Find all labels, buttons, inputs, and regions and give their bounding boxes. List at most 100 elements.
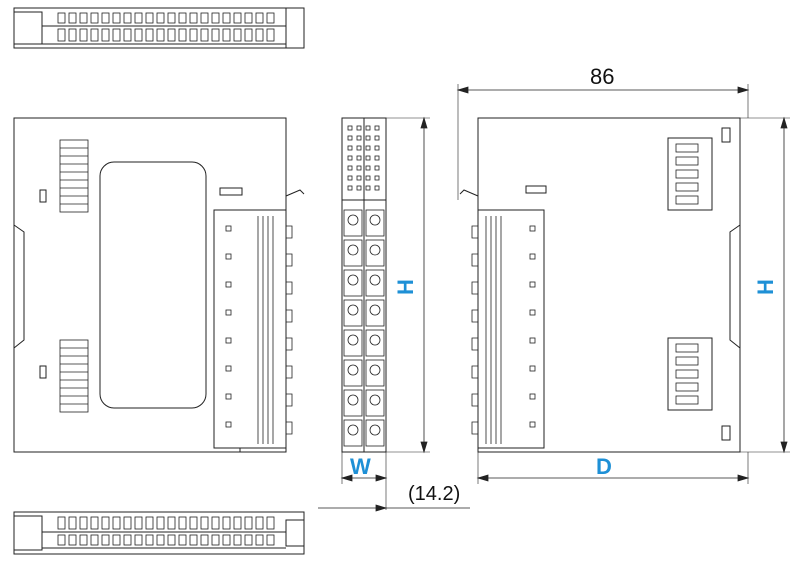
bottom-slot [244, 516, 253, 530]
top-slot [233, 28, 242, 42]
front-window [347, 185, 353, 191]
bottom-slot [112, 516, 121, 530]
led-window [225, 337, 232, 344]
top-slot [211, 28, 220, 42]
front-window [347, 165, 353, 171]
terminal-tab [286, 393, 293, 407]
terminal-tab [471, 253, 478, 267]
terminal [343, 389, 363, 417]
front-window [374, 175, 380, 181]
terminal [343, 419, 363, 447]
bottom-slot [156, 534, 165, 546]
terminal-screw [369, 214, 381, 226]
terminal-screw [347, 424, 359, 436]
terminal-tab [471, 365, 478, 379]
terminal-screw [369, 244, 381, 256]
bottom-slot [57, 516, 66, 530]
front-window [374, 155, 380, 161]
bottom-slot [123, 534, 132, 546]
terminal [365, 419, 385, 447]
top-slot [68, 12, 77, 24]
bottom-slot [189, 534, 198, 546]
bottom-slot [145, 516, 154, 530]
led-window [529, 365, 536, 372]
arrow-86-left [456, 86, 469, 94]
front-window [374, 165, 380, 171]
dimension-depth-label: D [596, 454, 612, 479]
top-slot [145, 28, 154, 42]
top-slot [101, 28, 110, 42]
top-slot [112, 28, 121, 42]
terminal-tab [286, 337, 293, 351]
bottom-slot [156, 516, 165, 530]
front-window [347, 135, 353, 141]
top-slot [156, 28, 165, 42]
connector-pin [675, 182, 699, 192]
bottom-slot [167, 534, 176, 546]
top-slot [178, 28, 187, 42]
left-side-view [13, 117, 305, 453]
terminal-screw [347, 244, 359, 256]
terminal-screw [369, 304, 381, 316]
top-slot [255, 28, 264, 42]
front-window [347, 145, 353, 151]
terminal-tab [286, 309, 293, 323]
led-window [225, 421, 232, 428]
connector-pin [675, 143, 699, 153]
bottom-view [13, 511, 305, 555]
bottom-slot [134, 534, 143, 546]
front-window [374, 125, 380, 131]
led-window [529, 421, 536, 428]
terminal-screw [347, 394, 359, 406]
front-window [356, 165, 362, 171]
bottom-slot [189, 516, 198, 530]
front-window [365, 135, 371, 141]
top-slot [189, 12, 198, 24]
front-window [356, 155, 362, 161]
bottom-slot [145, 534, 154, 546]
terminal-tab [286, 225, 293, 239]
top-slot [233, 12, 242, 24]
terminal-screw [369, 364, 381, 376]
front-view [341, 117, 387, 453]
top-slot [90, 28, 99, 42]
top-slot [167, 28, 176, 42]
front-window [356, 185, 362, 191]
bottom-slot [68, 516, 77, 530]
led-window [529, 337, 536, 344]
top-slot [167, 12, 176, 24]
right-side-details [471, 143, 699, 444]
dimension-lines [318, 84, 790, 512]
dimension-width-label: W [350, 454, 371, 479]
top-slot [79, 28, 88, 42]
bottom-slot [233, 516, 242, 530]
terminal [365, 329, 385, 357]
terminal [365, 209, 385, 237]
top-slot [222, 28, 231, 42]
terminal [365, 269, 385, 297]
top-slot [134, 28, 143, 42]
terminal-tab [471, 309, 478, 323]
bottom-slot [222, 534, 231, 546]
front-window [365, 185, 371, 191]
top-slot [145, 12, 154, 24]
bottom-slot [79, 516, 88, 530]
top-slot [101, 12, 110, 24]
terminal-tab [471, 393, 478, 407]
terminal-screw [347, 364, 359, 376]
terminal-screw [369, 394, 381, 406]
top-slot [178, 12, 187, 24]
front-window [374, 185, 380, 191]
connector-pin [675, 195, 699, 205]
front-window [347, 175, 353, 181]
bottom-slot [222, 516, 231, 530]
connector-pin [675, 382, 699, 392]
terminal-tab [471, 421, 478, 435]
terminal [343, 209, 363, 237]
terminal-tab [471, 281, 478, 295]
top-slot [266, 28, 275, 42]
dimension-height-side-label: H [752, 279, 778, 295]
connector-pin [675, 395, 699, 405]
terminal-screw [369, 334, 381, 346]
bottom-slot [255, 516, 264, 530]
